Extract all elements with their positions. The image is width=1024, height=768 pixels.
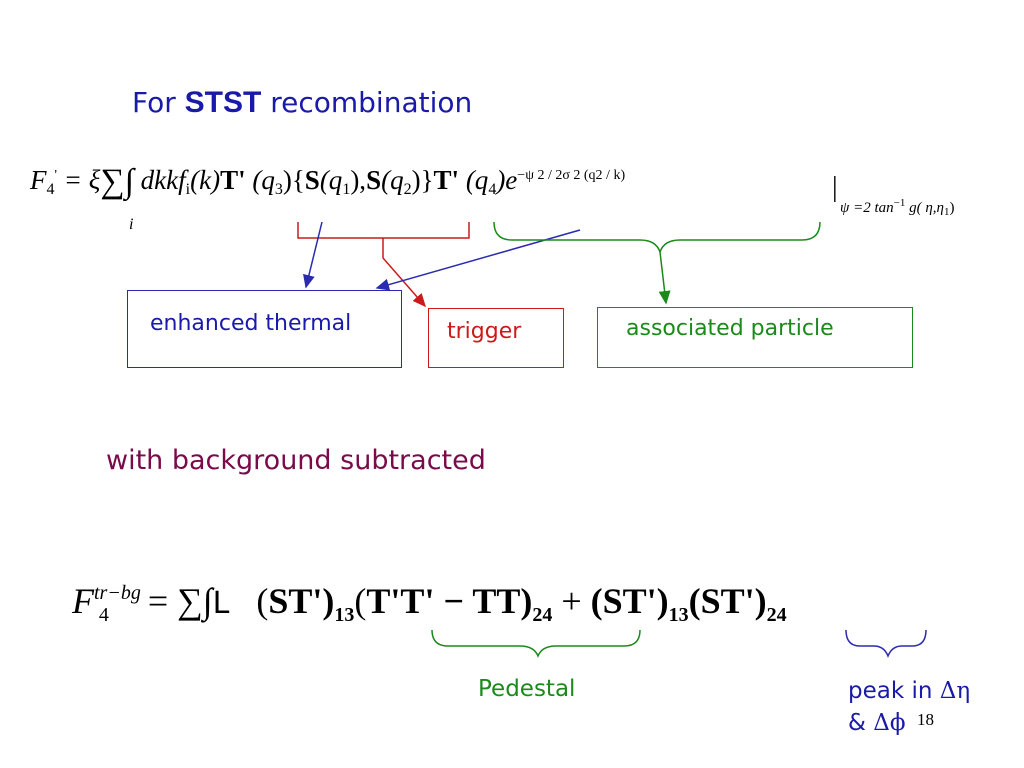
t-prime-1: T' bbox=[220, 165, 246, 195]
f2-sub: 4 bbox=[98, 604, 109, 626]
f2-term2: T'T' − TT) bbox=[366, 581, 533, 621]
exponent: −ψ 2 / 2σ 2 (q2 / k) bbox=[517, 168, 626, 183]
q1-open: (q bbox=[319, 165, 343, 195]
f-mark: ' bbox=[54, 168, 58, 183]
f2-term1-sub: 13 bbox=[334, 604, 355, 626]
eval-psi: ψ =2 tan bbox=[840, 200, 894, 216]
trigger-bracket bbox=[297, 222, 470, 239]
f2-sup: tr−bg bbox=[94, 582, 141, 604]
q4-close: )e bbox=[496, 165, 518, 195]
trigger-box: trigger bbox=[428, 308, 564, 368]
eval-close: ) bbox=[949, 200, 955, 216]
f2-plus: + bbox=[561, 581, 582, 621]
peak-line-2: & Δϕ bbox=[848, 710, 906, 736]
formula-recombination: F4' = ξ∑∫ dkkfi(k)T' (q3){S(q1),S(q2)}T'… bbox=[30, 163, 625, 201]
title-bold: STST bbox=[184, 86, 262, 119]
f-symbol: F bbox=[30, 165, 47, 195]
k-arg: (k) bbox=[190, 165, 221, 195]
peak-line-1: peak in Δη bbox=[848, 678, 970, 704]
formula-background-subtracted: Ftr−bg4 = ∑∫L (ST')13(T'T' − TT)24 + (ST… bbox=[72, 580, 787, 627]
enhanced-thermal-label: enhanced thermal bbox=[150, 311, 352, 336]
slide-title: For STST recombination bbox=[132, 86, 472, 120]
sum-index: i bbox=[129, 216, 134, 233]
f2-rhs-start: = ∑∫ bbox=[147, 581, 213, 621]
title-prefix: For bbox=[132, 86, 176, 119]
q4-open: (q bbox=[465, 165, 489, 195]
pedestal-brace bbox=[431, 629, 641, 659]
eval-sub: 1 bbox=[943, 206, 950, 218]
equals-xi: = ξ bbox=[63, 165, 101, 195]
evaluation-bar: | bbox=[832, 172, 838, 203]
q3-open: (q bbox=[252, 165, 275, 195]
t-prime-2: T' bbox=[433, 165, 460, 195]
evaluation-condition: ψ =2 tan−1 g( η,η1) bbox=[840, 197, 954, 218]
delta-phi: Δϕ bbox=[873, 710, 906, 736]
f2-ellipsis: L bbox=[212, 586, 230, 621]
q1-sub: 1 bbox=[342, 181, 351, 198]
thermal-arrow-2 bbox=[375, 229, 581, 291]
f2-symbol: F bbox=[72, 581, 94, 621]
f2-term4: (ST') bbox=[688, 581, 767, 621]
trigger-label: trigger bbox=[447, 319, 522, 344]
q3-sub: 3 bbox=[274, 181, 283, 198]
f-index: i bbox=[185, 181, 191, 198]
enhanced-thermal-box: enhanced thermal bbox=[127, 290, 402, 368]
associated-arrow bbox=[658, 251, 671, 305]
eval-tail: g( η,η bbox=[905, 200, 944, 216]
q2-open: (q bbox=[381, 165, 404, 195]
delta-eta: Δη bbox=[939, 678, 971, 704]
subtitle-background: with background subtracted bbox=[106, 445, 486, 476]
associated-brace bbox=[493, 221, 821, 255]
associated-particle-label: associated particle bbox=[626, 316, 834, 341]
peak-brace bbox=[845, 629, 927, 659]
f2-term2-open: ( bbox=[354, 581, 367, 621]
peak-line-2-text: & bbox=[848, 710, 874, 736]
title-suffix: recombination bbox=[270, 86, 473, 119]
integral-symbol: ∫ bbox=[124, 163, 134, 200]
associated-particle-box: associated particle bbox=[597, 307, 913, 368]
f2-term1: ST') bbox=[268, 581, 335, 621]
q3-close: ){ bbox=[282, 165, 305, 195]
sum-symbol: ∑ bbox=[100, 163, 125, 200]
q1-close: ), bbox=[350, 165, 367, 195]
f2-term1-open: ( bbox=[256, 581, 269, 621]
f2-term3-sub: 13 bbox=[668, 604, 689, 626]
thermal-arrow-1 bbox=[303, 221, 323, 289]
integrand: dkkf bbox=[140, 165, 186, 195]
pedestal-label: Pedestal bbox=[478, 676, 576, 702]
s-1: S bbox=[304, 165, 320, 195]
f2-term2-sub: 24 bbox=[532, 604, 553, 626]
eval-sup: −1 bbox=[893, 197, 906, 209]
page-number: 18 bbox=[917, 710, 934, 729]
q4-sub: 4 bbox=[488, 181, 497, 198]
peak-line-1-text: peak in bbox=[848, 678, 940, 704]
f2-term3: (ST') bbox=[590, 581, 669, 621]
q2-close: )} bbox=[411, 165, 434, 195]
f2-term4-sub: 24 bbox=[766, 604, 787, 626]
q2-sub: 2 bbox=[403, 181, 412, 198]
f-sub: 4 bbox=[46, 181, 55, 198]
s-2: S bbox=[366, 165, 382, 195]
